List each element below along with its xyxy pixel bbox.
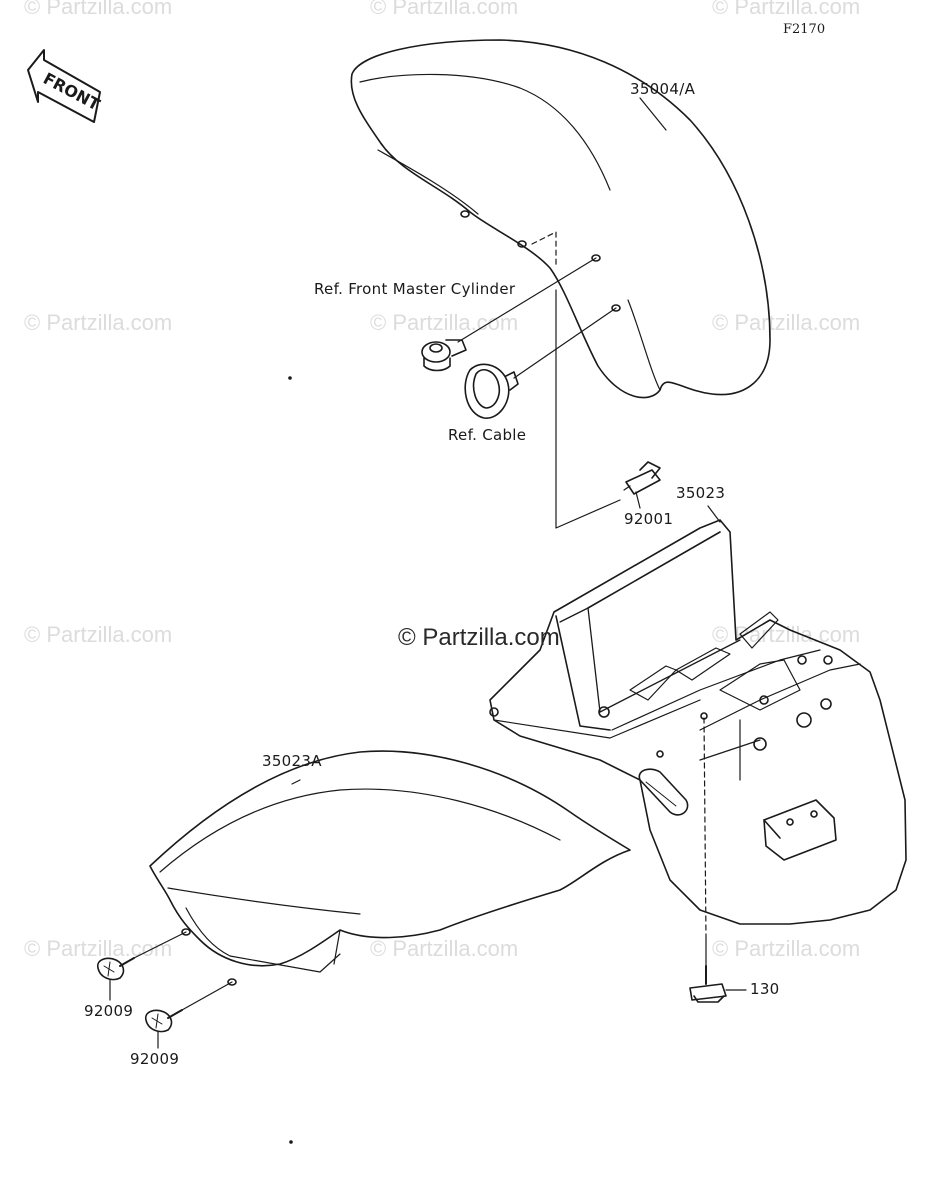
front-fender xyxy=(351,40,770,398)
bolt-130 xyxy=(690,966,726,1002)
master-cylinder-clamp xyxy=(422,340,466,371)
watermark: © Partzilla.com xyxy=(24,310,173,335)
watermark: © Partzilla.com xyxy=(712,0,861,19)
label-rear-fender: 35023 xyxy=(676,484,726,502)
label-bolt-130: 130 xyxy=(750,980,780,998)
watermark: © Partzilla.com xyxy=(370,0,519,19)
watermark: © Partzilla.com xyxy=(370,936,519,961)
front-arrow-icon: FRONT xyxy=(28,50,103,122)
label-ref-front-master-cylinder: Ref. Front Master Cylinder xyxy=(314,280,516,298)
watermark: © Partzilla.com xyxy=(24,622,173,647)
watermark: © Partzilla.com xyxy=(712,936,861,961)
rear-fender xyxy=(490,520,906,924)
screw-92009-lower xyxy=(146,1010,182,1032)
bolt-92001 xyxy=(624,462,660,494)
label-screw-92009-lower: 92009 xyxy=(130,1050,180,1068)
figure-code: F2170 xyxy=(783,22,826,37)
watermark: © Partzilla.com xyxy=(712,310,861,335)
cable-guide xyxy=(465,364,518,418)
label-bolt-92001: 92001 xyxy=(624,510,674,528)
watermark: © Partzilla.com xyxy=(24,0,173,19)
watermark: © Partzilla.com xyxy=(370,310,519,335)
watermark-main: © Partzilla.com xyxy=(398,624,560,651)
watermark: © Partzilla.com xyxy=(712,622,861,647)
watermark: © Partzilla.com xyxy=(24,936,173,961)
label-rear-flap: 35023A xyxy=(262,752,322,770)
label-front-fender: 35004/A xyxy=(630,80,696,98)
screw-92009-upper xyxy=(98,958,134,980)
rear-flap xyxy=(150,751,630,985)
label-ref-cable: Ref. Cable xyxy=(448,426,527,444)
label-screw-92009-upper: 92009 xyxy=(84,1002,134,1020)
